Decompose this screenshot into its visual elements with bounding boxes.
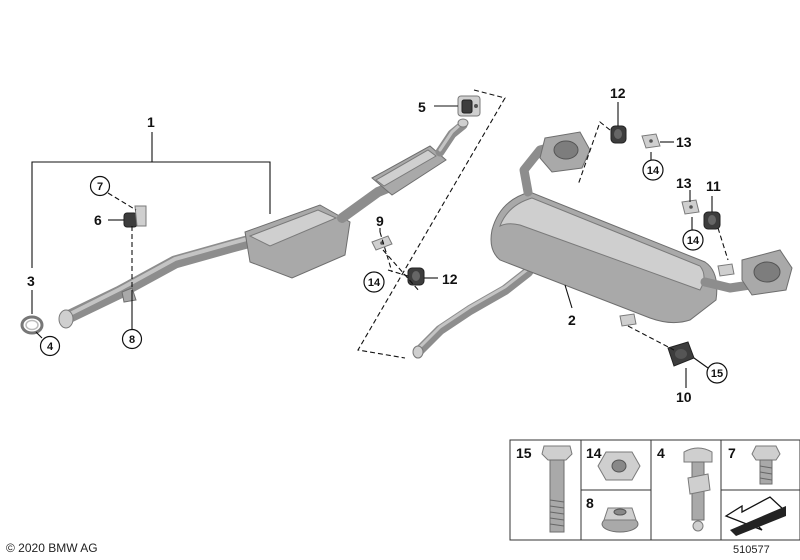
- svg-text:14: 14: [647, 165, 660, 177]
- rubber-mount-12-lower: [407, 267, 425, 286]
- callout-14-upper: 14: [642, 159, 664, 181]
- callout-10: 10: [676, 389, 692, 405]
- legend-cell-4: 4: [657, 445, 713, 532]
- legend-cell-15: 15: [516, 445, 573, 533]
- callout-12-upper: 12: [610, 85, 626, 101]
- svg-text:4: 4: [47, 341, 54, 353]
- callout-5: 5: [418, 99, 426, 115]
- bracket-13-upper: [641, 133, 661, 149]
- svg-text:14: 14: [687, 235, 700, 247]
- callout-numbers: 1 2 3 5 6 9 10 11 12 12 13 13 4 7 8 14 1…: [27, 85, 728, 405]
- bracket-13-lower: [681, 199, 700, 215]
- callout-3: 3: [27, 273, 35, 289]
- callout-9: 9: [376, 213, 384, 229]
- leader-lines: [31, 89, 729, 388]
- svg-text:14: 14: [586, 445, 602, 461]
- svg-text:14: 14: [368, 277, 381, 289]
- svg-text:8: 8: [586, 495, 594, 511]
- callout-13-upper: 13: [676, 134, 692, 150]
- callout-1: 1: [147, 114, 155, 130]
- svg-text:4: 4: [657, 445, 665, 461]
- svg-text:15: 15: [711, 368, 723, 380]
- callout-4: 4: [39, 335, 61, 357]
- legend-cell-14: 14: [586, 445, 641, 481]
- callout-11: 11: [706, 178, 721, 194]
- front-pipe-catalyst: [58, 118, 469, 329]
- pipe-clamp: [20, 315, 44, 335]
- fastener-legend: 15 14 8 4 7: [509, 439, 800, 541]
- svg-text:7: 7: [97, 181, 103, 193]
- rubber-mount-11: [703, 211, 721, 230]
- rubber-buffer-10: [667, 341, 695, 367]
- svg-text:7: 7: [728, 445, 736, 461]
- callout-14-left: 14: [363, 271, 385, 293]
- legend-cell-7: 7: [728, 445, 781, 485]
- callout-2: 2: [568, 312, 576, 328]
- rubber-mount-12-upper: [610, 125, 627, 144]
- diagram-number: 510577: [733, 544, 770, 556]
- callout-7: 7: [89, 175, 111, 197]
- callout-6: 6: [94, 212, 102, 228]
- callout-8: 8: [121, 328, 143, 350]
- callout-12-lower: 12: [442, 271, 458, 287]
- direction-arrow-icon: [724, 496, 786, 536]
- callout-15: 15: [706, 362, 728, 384]
- copyright-notice: © 2020 BMW AG: [6, 541, 98, 555]
- svg-text:15: 15: [516, 445, 532, 461]
- svg-text:8: 8: [129, 334, 135, 346]
- legend-cell-8: 8: [586, 495, 639, 533]
- callout-14-right: 14: [682, 229, 704, 251]
- bracket-9: [371, 235, 393, 251]
- callout-13-lower: 13: [676, 175, 692, 191]
- rubber-mount-5: [457, 95, 481, 117]
- rear-silencer: [412, 131, 793, 359]
- rubber-mount-6: [123, 205, 147, 228]
